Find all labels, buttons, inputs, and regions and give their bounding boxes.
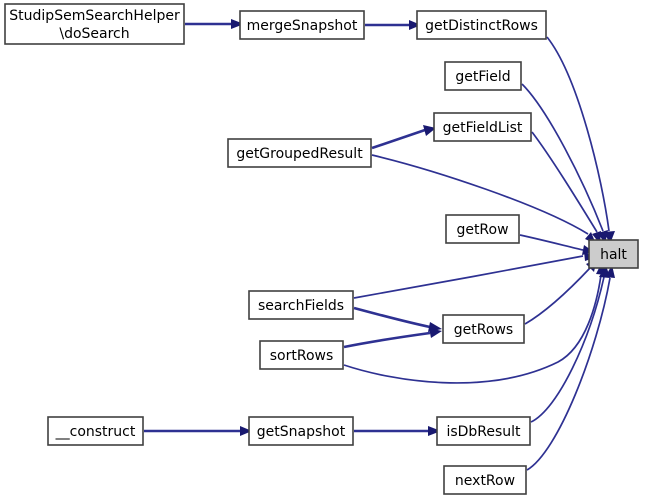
- node-label-__construct: __construct: [55, 424, 136, 440]
- node-box-__construct[interactable]: [47, 416, 144, 446]
- node-box-searchFields[interactable]: [248, 290, 354, 320]
- node-label-mergeSnapshot: mergeSnapshot: [247, 18, 358, 34]
- arrowhead: [231, 19, 244, 29]
- edge-getSnapshot-to-isDbResult: [354, 426, 441, 436]
- node-halt[interactable]: halt: [588, 239, 639, 269]
- node-doSearch[interactable]: StudipSemSearchHelper \doSearch: [4, 3, 185, 45]
- node-box-getFieldList[interactable]: [433, 112, 532, 142]
- edge-getGroupedResult-to-getFieldList: [371, 125, 436, 150]
- node-getSnapshot[interactable]: getSnapshot: [248, 416, 354, 446]
- edge-sortRows-to-getRows: [343, 328, 442, 349]
- node-box-mergeSnapshot[interactable]: [239, 10, 365, 40]
- node-sortRows[interactable]: sortRows: [259, 340, 344, 370]
- node-label-halt: halt: [600, 247, 627, 263]
- node-label-getFieldList: getFieldList: [443, 120, 523, 136]
- node-getFieldList[interactable]: getFieldList: [433, 112, 532, 142]
- node-label-getDistinctRows: getDistinctRows: [425, 18, 538, 34]
- node-label-getSnapshot: getSnapshot: [257, 424, 346, 440]
- node-label-isDbResult: isDbResult: [446, 424, 521, 440]
- node-searchFields[interactable]: searchFields: [248, 290, 354, 320]
- node-label-searchFields: searchFields: [258, 298, 344, 314]
- node-getField[interactable]: getField: [444, 61, 522, 91]
- node-getRow[interactable]: getRow: [445, 214, 520, 244]
- edge-doSearch-to-mergeSnapshot: [185, 19, 244, 29]
- node-nextRow[interactable]: nextRow: [443, 465, 527, 495]
- node-label-doSearch-line2: \doSearch: [59, 26, 129, 42]
- node-getGroupedResult[interactable]: getGroupedResult: [227, 138, 372, 168]
- node-label-getField: getField: [455, 69, 510, 85]
- node-isDbResult[interactable]: isDbResult: [436, 416, 531, 446]
- node-getDistinctRows[interactable]: getDistinctRows: [416, 10, 547, 40]
- nodes-layer: StudipSemSearchHelper \doSearch mergeSnaps…: [4, 3, 639, 495]
- edges-layer: [144, 19, 615, 471]
- node-getRows[interactable]: getRows: [442, 314, 525, 344]
- arrowhead: [240, 426, 252, 436]
- node-box-getRow[interactable]: [445, 214, 520, 244]
- node-label-sortRows: sortRows: [270, 348, 334, 364]
- node-box-getRows[interactable]: [442, 314, 525, 344]
- arrowhead: [428, 426, 441, 436]
- node-box-nextRow[interactable]: [443, 465, 527, 495]
- node-label-getGroupedResult: getGroupedResult: [236, 146, 363, 162]
- node-box-sortRows[interactable]: [259, 340, 344, 370]
- node-label-getRows: getRows: [454, 322, 513, 338]
- node-box-getSnapshot[interactable]: [248, 416, 354, 446]
- edge-__construct-to-getSnapshot: [144, 426, 252, 436]
- node-__construct[interactable]: __construct: [47, 416, 144, 446]
- node-box-halt[interactable]: [588, 239, 639, 269]
- node-label-doSearch-line1: StudipSemSearchHelper: [9, 8, 180, 24]
- node-box-getDistinctRows[interactable]: [416, 10, 547, 40]
- node-label-getRow: getRow: [456, 222, 508, 238]
- node-box-doSearch[interactable]: [4, 3, 185, 45]
- node-box-isDbResult[interactable]: [436, 416, 531, 446]
- node-label-nextRow: nextRow: [455, 473, 515, 489]
- node-box-getGroupedResult[interactable]: [227, 138, 372, 168]
- arrowhead: [429, 328, 442, 338]
- node-mergeSnapshot[interactable]: mergeSnapshot: [239, 10, 365, 40]
- edge-mergeSnapshot-to-getDistinctRows: [365, 20, 421, 30]
- arrowhead: [409, 20, 421, 30]
- node-box-getField[interactable]: [444, 61, 522, 91]
- arrowhead: [423, 125, 436, 136]
